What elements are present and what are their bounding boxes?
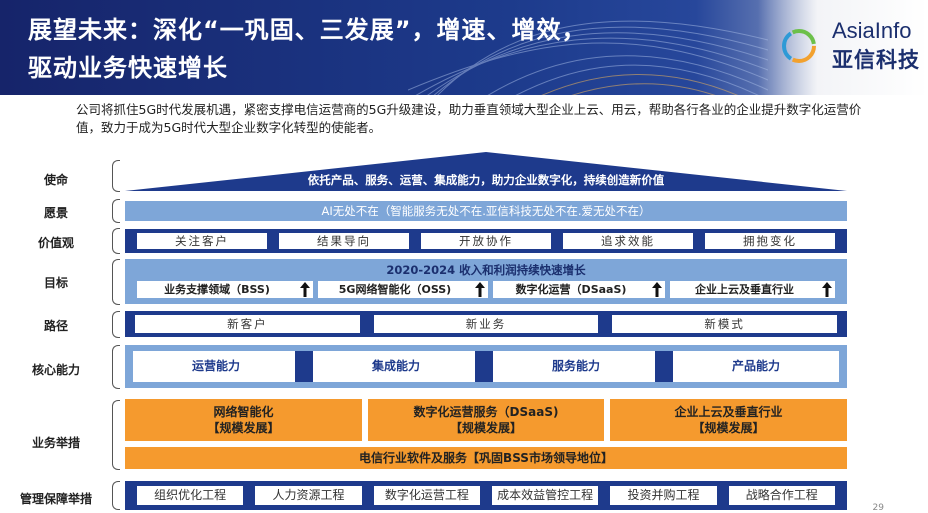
management-pill: 投资并购工程 xyxy=(610,486,717,505)
value-pill: 关注客户 xyxy=(137,233,267,249)
logo-text-en: AsiaInfo xyxy=(832,18,912,43)
page-title-line2: 驱动业务快速增长 xyxy=(28,54,228,82)
arrow-up-icon xyxy=(300,282,310,297)
mission-text: 依托产品、服务、运营、集成能力，助力企业数字化，持续创造新价值 xyxy=(307,173,665,187)
value-pill: 追求效能 xyxy=(563,233,693,249)
goal-box: 数字化运营（DSaaS) xyxy=(493,281,665,298)
management-pill: 组织优化工程 xyxy=(137,486,244,505)
goal-label: 企业上云及垂直行业 xyxy=(695,283,794,296)
core-band: 运营能力 集成能力 服务能力 产品能力 xyxy=(125,345,847,388)
brace-goals xyxy=(112,259,120,305)
core-box: 集成能力 xyxy=(313,351,479,382)
intro-paragraph: 公司将抓住5G时代发展机遇，紧密支撑电信运营商的5G升级建设，助力垂直领域大型企… xyxy=(76,102,862,135)
business-block-subtitle: 【规模发展】 xyxy=(449,421,522,435)
management-pill: 战略合作工程 xyxy=(728,486,835,505)
brace-paths xyxy=(112,311,120,338)
value-pill: 开放协作 xyxy=(421,233,551,249)
values-band: 关注客户 结果导向 开放协作 追求效能 拥抱变化 xyxy=(125,229,847,253)
goal-label: 5G网络智能化（OSS) xyxy=(338,283,452,296)
path-pill: 新模式 xyxy=(612,315,838,333)
row-label-management: 管理保障举措 xyxy=(19,492,92,506)
header-banner: 展望未来：深化“一巩固、三发展”，增速、增效， 驱动业务快速增长 AsiaInf… xyxy=(0,0,928,95)
arrow-up-icon xyxy=(475,282,485,297)
business-block: 企业上云及垂直行业 【规模发展】 xyxy=(610,399,847,441)
business-block-title: 企业上云及垂直行业 xyxy=(674,405,783,419)
goals-title: 2020-2024 收入和利润持续快速增长 xyxy=(386,263,586,277)
logo-panel xyxy=(758,0,928,95)
business-block: 数字化运营服务（DSaaS) 【规模发展】 xyxy=(368,399,604,441)
row-label-business: 业务举措 xyxy=(31,436,80,450)
page-title-line1: 展望未来：深化“一巩固、三发展”，增速、增效， xyxy=(28,16,587,44)
goal-box: 业务支撑领域（BSS) xyxy=(137,281,313,298)
row-label-values: 价值观 xyxy=(37,236,74,250)
brace-vision xyxy=(112,199,120,223)
page-number: 29 xyxy=(872,503,884,513)
vision-band: AI无处不在（智能服务无处不在.亚信科技无处不在.爱无处不在） xyxy=(125,201,847,221)
management-pill: 成本效益管控工程 xyxy=(491,486,599,505)
goal-box: 5G网络智能化（OSS) xyxy=(318,281,488,298)
row-label-core: 核心能力 xyxy=(31,363,80,377)
brace-mission xyxy=(112,160,120,192)
row-label-paths: 路径 xyxy=(43,319,68,333)
business-block: 网络智能化 【规模发展】 xyxy=(125,399,362,441)
core-box: 服务能力 xyxy=(493,351,659,382)
management-band: 组织优化工程 人力资源工程 数字化运营工程 成本效益管控工程 投资并购工程 战略… xyxy=(125,481,847,510)
business-block-title: 数字化运营服务（DSaaS) xyxy=(413,405,559,419)
row-label-vision: 愿景 xyxy=(43,206,68,220)
brace-business xyxy=(112,400,120,470)
row-label-goals: 目标 xyxy=(43,276,68,290)
brace-core xyxy=(112,345,120,389)
decorative-swirl-graphic xyxy=(408,20,768,95)
core-box: 运营能力 xyxy=(133,351,299,382)
row-label-mission: 使命 xyxy=(43,173,68,187)
core-divider xyxy=(475,351,493,382)
value-pill: 结果导向 xyxy=(279,233,409,249)
goal-box: 企业上云及垂直行业 xyxy=(670,281,835,298)
goals-band: 2020-2024 收入和利润持续快速增长 业务支撑领域（BSS) 5G网络智能… xyxy=(125,259,847,304)
path-pill: 新客户 xyxy=(135,315,360,333)
management-pill: 数字化运营工程 xyxy=(373,486,480,505)
mission-roof xyxy=(125,152,847,191)
goal-label: 业务支撑领域（BSS) xyxy=(164,283,270,296)
business-block-subtitle: 【规模发展】 xyxy=(207,421,280,435)
business-foundation-bar: 电信行业软件及服务【巩固BSS市场领导地位】 xyxy=(125,447,847,469)
arrow-up-icon xyxy=(652,282,662,297)
arrow-up-icon xyxy=(822,282,832,297)
value-pill: 拥抱变化 xyxy=(705,233,835,249)
paths-band: 新客户 新业务 新模式 xyxy=(125,311,847,337)
core-divider xyxy=(295,351,313,382)
asiainfo-logo-icon xyxy=(782,29,816,63)
brace-management xyxy=(112,481,120,510)
goal-label: 数字化运营（DSaaS) xyxy=(515,283,627,296)
logo-text-cn: 亚信科技 xyxy=(832,48,920,72)
business-block-subtitle: 【规模发展】 xyxy=(692,421,765,435)
brace-values xyxy=(112,228,120,254)
management-pill: 人力资源工程 xyxy=(255,486,362,505)
core-divider xyxy=(655,351,673,382)
path-pill: 新业务 xyxy=(373,315,599,333)
business-block-title: 网络智能化 xyxy=(213,405,274,419)
core-box: 产品能力 xyxy=(673,351,839,382)
